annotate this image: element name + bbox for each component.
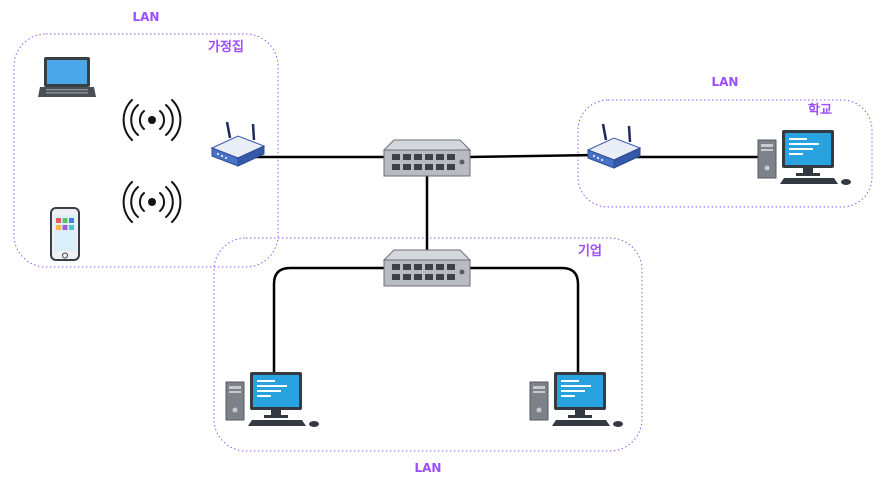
zone-school-boundary [577,99,873,208]
lan-label-company: LAN [415,461,442,475]
school-wireless-router-icon [586,122,642,170]
link-core-switch-to-school-router [467,153,597,159]
company-switch-icon [383,249,471,287]
zone-company-boundary [213,237,643,452]
lan-label-home: LAN [133,10,160,24]
wifi-signal-icon-bottom [122,181,182,223]
zone-label-school: 학교 [808,102,832,118]
laptop-icon [38,57,96,97]
home-wireless-router-icon [210,120,266,168]
link-company-switch-to-right-desktop [468,266,580,380]
core-switch-icon [383,139,471,177]
wifi-signal-icon-top [122,99,182,141]
company-right-desktop-icon [529,371,624,428]
company-left-desktop-icon [225,371,320,428]
school-desktop-icon [757,129,852,186]
smartphone-icon [50,207,80,261]
zone-label-home: 가정집 [208,39,244,55]
lan-label-school: LAN [712,75,739,89]
link-company-switch-to-left-desktop [272,266,384,380]
zone-home-boundary [13,33,279,268]
zone-label-company: 기업 [578,244,602,259]
